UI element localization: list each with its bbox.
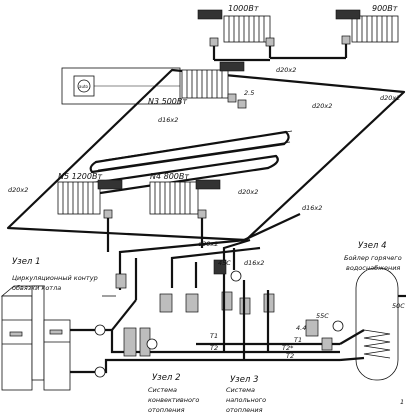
pipe-d16-top-label: d16x2 [158,116,178,124]
underfloor-mixing-group [178,259,340,362]
svg-text:Узел 1: Узел 1 [12,257,40,267]
pipe-d20-mid-label: d20x2 [312,102,332,110]
pipe-d20-left-label: d20x2 [8,186,28,194]
temp-45-label: 45С [218,259,231,267]
radiator-n4 [149,179,221,219]
boiler [0,285,71,391]
svg-text:Циркуляционный контур: Циркуляционный контур [12,274,98,282]
svg-text:конвективного: конвективного [148,396,199,404]
svg-text:отопления: отопления [226,406,263,414]
pipe-d16-right-label: d16x2 [302,204,322,212]
radiator-n4-label: N4 800Вт [150,172,189,181]
pipe-d20-low-label: d20x2 [198,240,218,248]
radiator-top-right [335,9,399,58]
radiator-n5-label: N5 1200Вт [58,172,102,181]
svg-text:Система: Система [148,386,177,394]
svg-text:Система: Система [226,386,255,394]
radiator-top-left-label: 1000Вт [228,4,259,13]
kv-label: 2.5 [244,89,254,97]
flow-t1-a: T1 [210,332,218,340]
pipe-d16-riser-label: d16x2 [244,259,264,267]
flow-t2-a: T2 [210,344,218,352]
svg-text:обвязки котла: обвязки котла [12,284,61,292]
room-controller: auto [61,67,181,105]
radiator-top-left [197,9,275,60]
page-number: 1 [400,398,404,406]
hot-water-tank [305,267,406,381]
temp-55-label: 55С [316,312,329,320]
radiator-n5 [57,179,123,219]
underfloor-heating-plate [6,68,406,242]
node-4-label: Узел 4 Бойлер горячего водоснабжения [344,241,402,272]
pipe-d20-top-label: d20x2 [276,66,296,74]
flow-t2-c: T2 [286,352,294,360]
svg-text:водоснабжения: водоснабжения [346,264,400,272]
svg-text:напольного: напольного [226,396,266,404]
svg-text:Узел 4: Узел 4 [358,241,386,251]
node-2-label: Узел 2 Система конвективного отопления [148,373,199,414]
svg-text:Узел 2: Узел 2 [152,373,180,383]
radiator-top-right-label: 900Вт [372,4,398,13]
radiator-n3 [181,61,247,109]
flow-t2-star: T2* [282,344,294,352]
svg-text:Бойлер горячего: Бойлер горячего [344,254,402,262]
controller-label: auto [79,84,89,89]
flow-t1-b: T1 [294,336,302,344]
node-1-label: Узел 1 Циркуляционный контур обвязки кот… [12,257,98,292]
kv-44-label: 4.4 [296,324,306,332]
pipe-d20-center-label: d20x2 [238,188,258,196]
svg-text:Узел 3: Узел 3 [230,375,258,385]
node-3-label: Узел 3 Система напольного отопления [226,375,266,414]
radiator-n3-label: N3 500Вт [148,97,187,106]
temp-50-label: 50С [392,302,405,310]
boiler-circuit [70,273,199,378]
pipe-d20-right-label: d20x2 [380,94,400,102]
svg-text:отопления: отопления [148,406,185,414]
